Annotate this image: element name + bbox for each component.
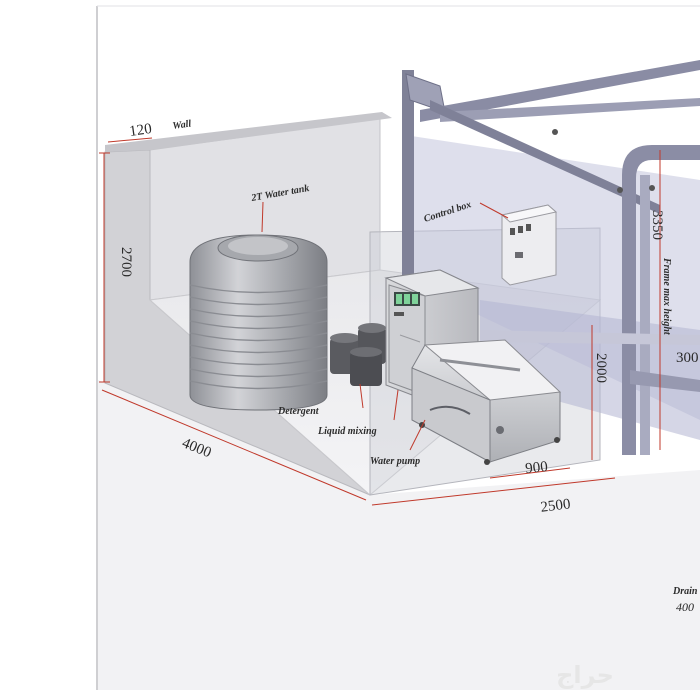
dimension-lines [99, 137, 661, 506]
water-pump [411, 339, 562, 465]
label-wall: Wall [172, 118, 192, 132]
dim-room-height: 2700 [118, 247, 134, 277]
control-box [500, 204, 558, 286]
wash-frame [402, 60, 700, 455]
dim-drain-distance: 400 [676, 600, 694, 614]
leader-lines [261, 201, 509, 451]
dim-pump-width: 900 [525, 459, 549, 477]
dim-rail-offset: 300 [676, 350, 699, 366]
dim-frame-height: 3350 [649, 210, 665, 240]
frame-top-beam [420, 60, 700, 122]
ground-plane [98, 380, 700, 690]
water-tank [189, 234, 328, 411]
frame-arch [622, 145, 700, 455]
frame-post-left [402, 70, 414, 290]
wall-top [105, 112, 392, 152]
dim-station-height: 2000 [593, 353, 609, 383]
tank-ribs [189, 284, 328, 390]
label-water-pump: Water pump [370, 456, 420, 467]
label-liquid-mixing: Liquid mixing [317, 426, 377, 437]
label-detergent: Detergent [277, 406, 320, 417]
dim-wall-thickness: 120 [128, 121, 153, 140]
label-drain: Drain [672, 586, 698, 597]
dim-room-width: 2500 [540, 496, 572, 516]
watermark: حراج [556, 661, 614, 689]
frame-diagonal-beam [430, 100, 660, 214]
label-frame-max-height: Frame max height [661, 257, 672, 336]
detergent-barrels [330, 323, 386, 386]
